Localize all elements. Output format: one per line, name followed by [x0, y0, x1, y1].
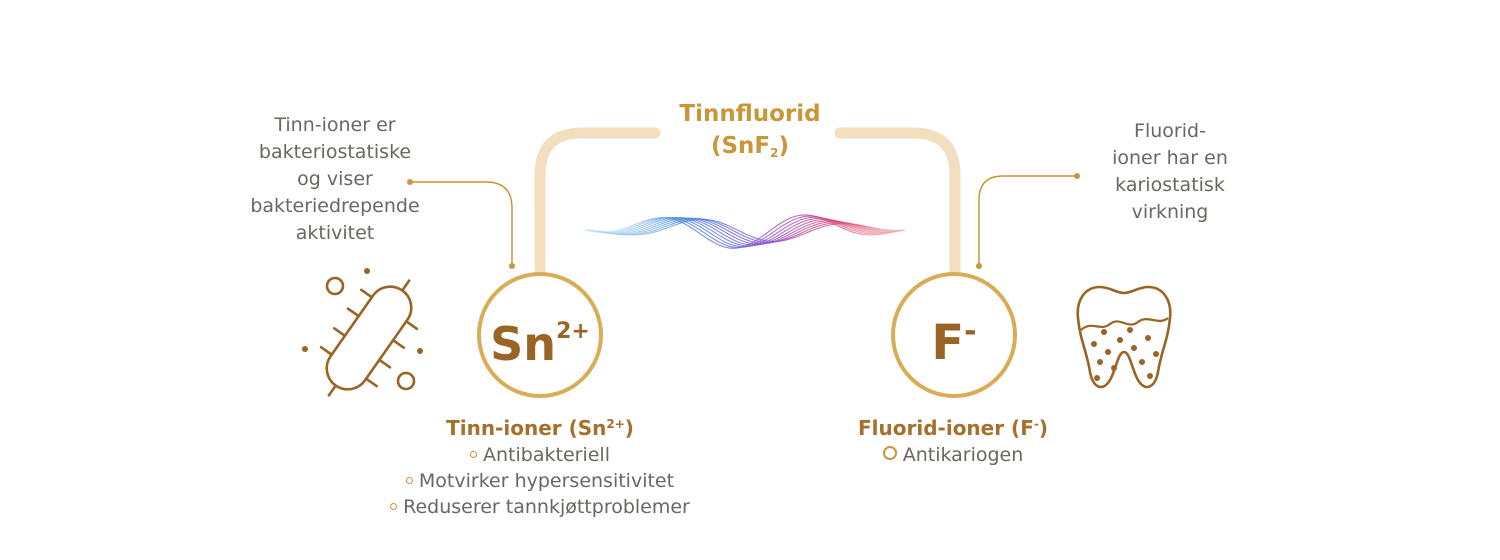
left-ion-heading-close: )	[624, 416, 634, 440]
left-description-line: Tinn-ioner er	[274, 114, 396, 136]
wave-strand	[584, 214, 906, 249]
wave-strand	[584, 217, 906, 246]
left-description-line: bakteriedrepende	[250, 195, 420, 217]
left-ion-bullet: Reduserer tannkjøttproblemer	[340, 494, 740, 520]
bullet-dot-icon	[882, 446, 897, 460]
left-description-line: aktivitet	[295, 222, 375, 244]
diagram-title: Tinnfluorid (SnF2)	[560, 98, 940, 169]
formula-main: (SnF	[710, 133, 771, 159]
left-ion-bullet: Antibakteriell	[340, 442, 740, 468]
formula-subscript: 2	[770, 146, 779, 160]
connector-arc-right	[834, 127, 961, 276]
right-ion-heading-main: Fluorid-ioner (F	[858, 416, 1034, 440]
right-ion-heading-sup: -	[1033, 417, 1039, 431]
title-formula: (SnF2)	[560, 130, 940, 169]
bullet-dot-icon	[390, 503, 398, 510]
left-description-line: og viser	[297, 168, 373, 190]
left-callout-line	[407, 179, 515, 269]
right-description: Fluorid- ioner har en kariostatisk virkn…	[1080, 118, 1260, 226]
wave-strand	[584, 217, 906, 245]
sn-ion-symbol: Sn2+	[470, 302, 610, 374]
right-description-line: virkning	[1131, 201, 1209, 223]
bullet-text: Antikariogen	[902, 444, 1024, 466]
left-ion-heading-main: Tinn-ioner (Sn	[446, 416, 607, 440]
formula-close: )	[778, 133, 790, 159]
right-description-line: ioner har en	[1112, 147, 1228, 169]
right-ion-heading-close: )	[1038, 416, 1048, 440]
wave-strand	[584, 215, 906, 249]
connector-arc-left	[534, 127, 661, 276]
tooth-icon	[1076, 285, 1172, 389]
bullet-text: Antibakteriell	[483, 444, 610, 466]
bullet-dot-icon	[405, 477, 413, 484]
left-ion-bullet: Motvirker hypersensitivitet	[340, 468, 740, 494]
f-ion-symbol: F-	[884, 302, 1024, 373]
left-ion-heading: Tinn-ioner (Sn2+)	[340, 410, 740, 442]
right-ion-heading: Fluorid-ioner (F-)	[800, 410, 1106, 442]
right-description-line: Fluorid-	[1134, 120, 1206, 142]
wave-icon	[584, 214, 906, 249]
left-description: Tinn-ioner er bakteriostatiske og viser …	[220, 112, 450, 247]
f-charge: -	[964, 314, 977, 349]
sn-charge: 2+	[556, 319, 590, 344]
bullet-text: Motvirker hypersensitivitet	[418, 470, 675, 492]
right-ion-bullet: Antikariogen	[800, 442, 1106, 468]
right-ion-details: Fluorid-ioner (F-) Antikariogen	[800, 410, 1106, 468]
right-description-line: kariostatisk	[1115, 174, 1225, 196]
title-text: Tinnfluorid	[679, 101, 821, 127]
sn-ion-circle	[477, 272, 603, 398]
left-description-line: bakteriostatiske	[258, 141, 412, 163]
left-ion-details: Tinn-ioner (Sn2+) Antibakteriell Motvirk…	[340, 410, 740, 520]
bullet-text: Reduserer tannkjøttproblemer	[403, 496, 690, 518]
right-callout-line	[976, 173, 1080, 269]
left-ion-heading-sup: 2+	[606, 417, 625, 431]
sn-symbol-text: Sn	[490, 317, 557, 371]
bullet-dot-icon	[470, 451, 478, 458]
bacteria-icon	[302, 268, 423, 397]
f-symbol-text: F	[931, 315, 965, 371]
f-ion-circle	[891, 272, 1017, 398]
